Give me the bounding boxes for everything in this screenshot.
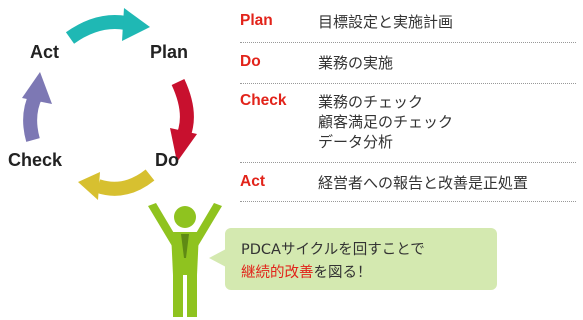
arrow-act-to-plan — [65, 8, 150, 44]
bubble-line-2-rest: を図る！ — [313, 265, 372, 281]
step-key: Act — [240, 173, 265, 190]
person-figure — [148, 203, 222, 317]
step-desc: 業務のチェック 顧客満足のチェック データ分析 — [318, 92, 453, 152]
step-desc-line: 顧客満足のチェック — [318, 113, 454, 131]
step-desc: 目標設定と実施計画 — [318, 12, 453, 32]
node-do: Do — [155, 150, 179, 170]
step-desc-line: 目標設定と実施計画 — [318, 13, 454, 31]
arrow-check-to-act — [22, 72, 52, 142]
step-desc-line: 業務のチェック — [318, 93, 424, 111]
speech-bubble: PDCAサイクルを回すことで 継続的改善を図る！ — [225, 228, 497, 290]
step-desc-line: 経営者への報告と改善是正処置 — [318, 174, 529, 192]
node-check: Check — [8, 150, 63, 170]
node-act: Act — [30, 42, 60, 62]
step-key: Plan — [240, 12, 273, 29]
step-row-plan: Plan 目標設定と実施計画 — [240, 12, 576, 43]
tie-icon — [181, 234, 189, 258]
step-key: Check — [240, 92, 287, 109]
node-plan: Plan — [150, 42, 189, 62]
step-desc: 経営者への報告と改善是正処置 — [318, 173, 528, 193]
step-row-check: Check 業務のチェック 顧客満足のチェック データ分析 — [240, 92, 576, 163]
bubble-line-1: PDCAサイクルを回すことで — [241, 242, 425, 258]
step-desc: 業務の実施 — [318, 53, 393, 73]
arrow-do-to-check — [78, 169, 155, 200]
step-row-act: Act 経営者への報告と改善是正処置 — [240, 173, 576, 202]
step-key: Do — [240, 53, 261, 70]
bubble-highlight: 継続的改善 — [241, 265, 314, 281]
speech-bubble-tail — [209, 249, 226, 267]
step-row-do: Do 業務の実施 — [240, 53, 576, 84]
step-desc-line: データ分析 — [318, 133, 394, 151]
step-desc-line: 業務の実施 — [318, 54, 394, 72]
bubble-line-2: 継続的改善を図る！ — [241, 261, 372, 282]
arrow-plan-to-do — [170, 79, 197, 162]
pdca-cycle-diagram — [22, 8, 197, 200]
